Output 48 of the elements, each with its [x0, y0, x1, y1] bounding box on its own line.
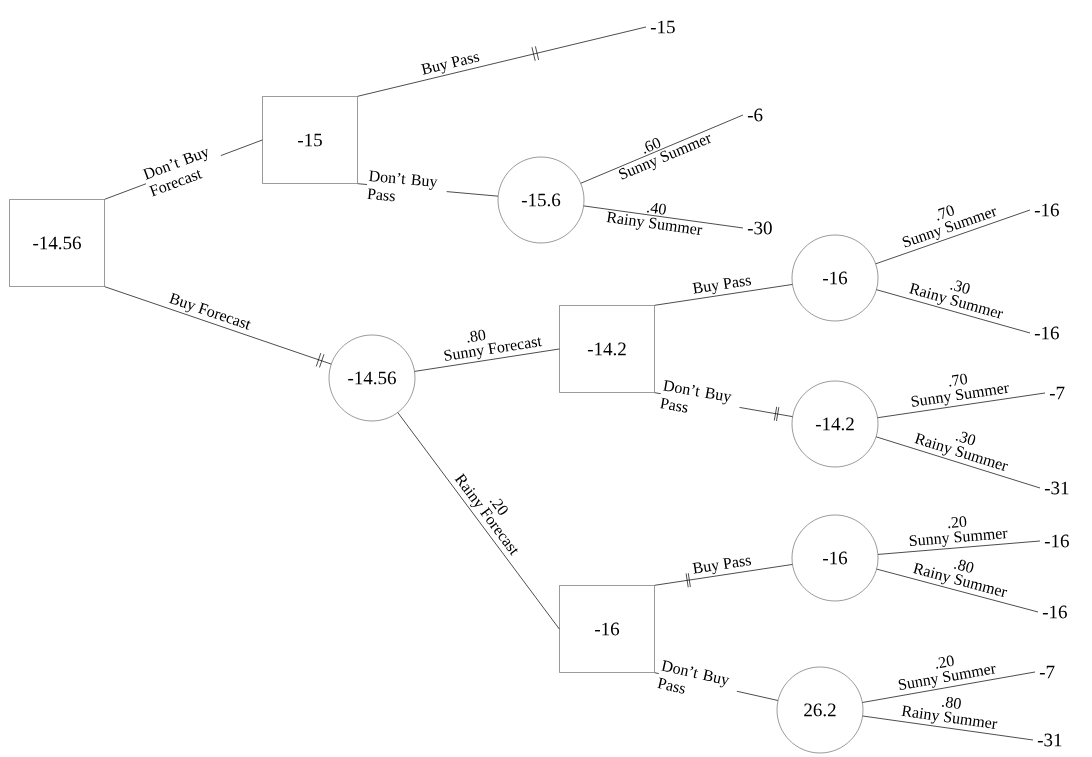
probability-label: .80: [941, 696, 961, 709]
branch-line: [397, 412, 560, 630]
edge-label: Buy Pass: [420, 54, 480, 75]
payoff-value: -15: [650, 20, 675, 34]
edge-label: Don’t Buy Forecast: [140, 141, 227, 199]
payoff-value: -7: [1039, 665, 1055, 679]
payoff-value: -16: [1042, 605, 1067, 619]
branch-line: [876, 289, 1031, 334]
probability-label: .70: [949, 373, 968, 387]
edge-label: Buy Pass: [692, 277, 752, 295]
branch-line: [877, 540, 1041, 555]
probability-label: .80: [467, 329, 486, 343]
probability-label: .80: [954, 559, 974, 573]
branch-line: [877, 392, 1046, 419]
probability-label: .40: [647, 202, 666, 215]
payoff-value: -31: [1044, 481, 1069, 495]
decision-box: -14.2: [559, 305, 655, 393]
probability-label: .20: [948, 516, 967, 529]
payoff-value: -30: [747, 221, 772, 235]
probability-label: .30: [950, 280, 970, 294]
edge-label: Buy Pass: [692, 557, 752, 575]
branch-line: [104, 286, 332, 365]
probability-label: .30: [955, 431, 976, 446]
decision-box: -16: [559, 585, 655, 673]
edge-label: Don’t Buy Pass: [655, 658, 741, 707]
payoff-value: -7: [1049, 386, 1065, 400]
branch-line: [654, 284, 793, 306]
branch-line: [357, 26, 647, 97]
branch-line: [580, 114, 744, 184]
branch-line: [875, 209, 1031, 265]
branch-line: [862, 671, 1036, 703]
payoff-value: -31: [1037, 733, 1062, 747]
edge-label: Don’t Buy Pass: [365, 169, 448, 207]
branch-line: [654, 564, 793, 586]
decision-box: -15: [262, 96, 358, 184]
branch-line: [414, 348, 560, 372]
edge-label: Don’t Buy Pass: [658, 378, 743, 423]
decision-box: -14.56: [9, 199, 105, 287]
payoff-value: -16: [1044, 534, 1069, 548]
payoff-value: -6: [747, 108, 763, 122]
branch-line: [583, 205, 744, 229]
edge-label: Sunny Summer: [909, 530, 1008, 547]
payoff-value: -16: [1034, 203, 1059, 217]
branch-line: [862, 715, 1034, 741]
branch-line: [876, 568, 1039, 613]
probability-label: .60: [644, 137, 661, 154]
branch-line: [875, 436, 1041, 489]
payoff-value: -16: [1034, 326, 1059, 340]
